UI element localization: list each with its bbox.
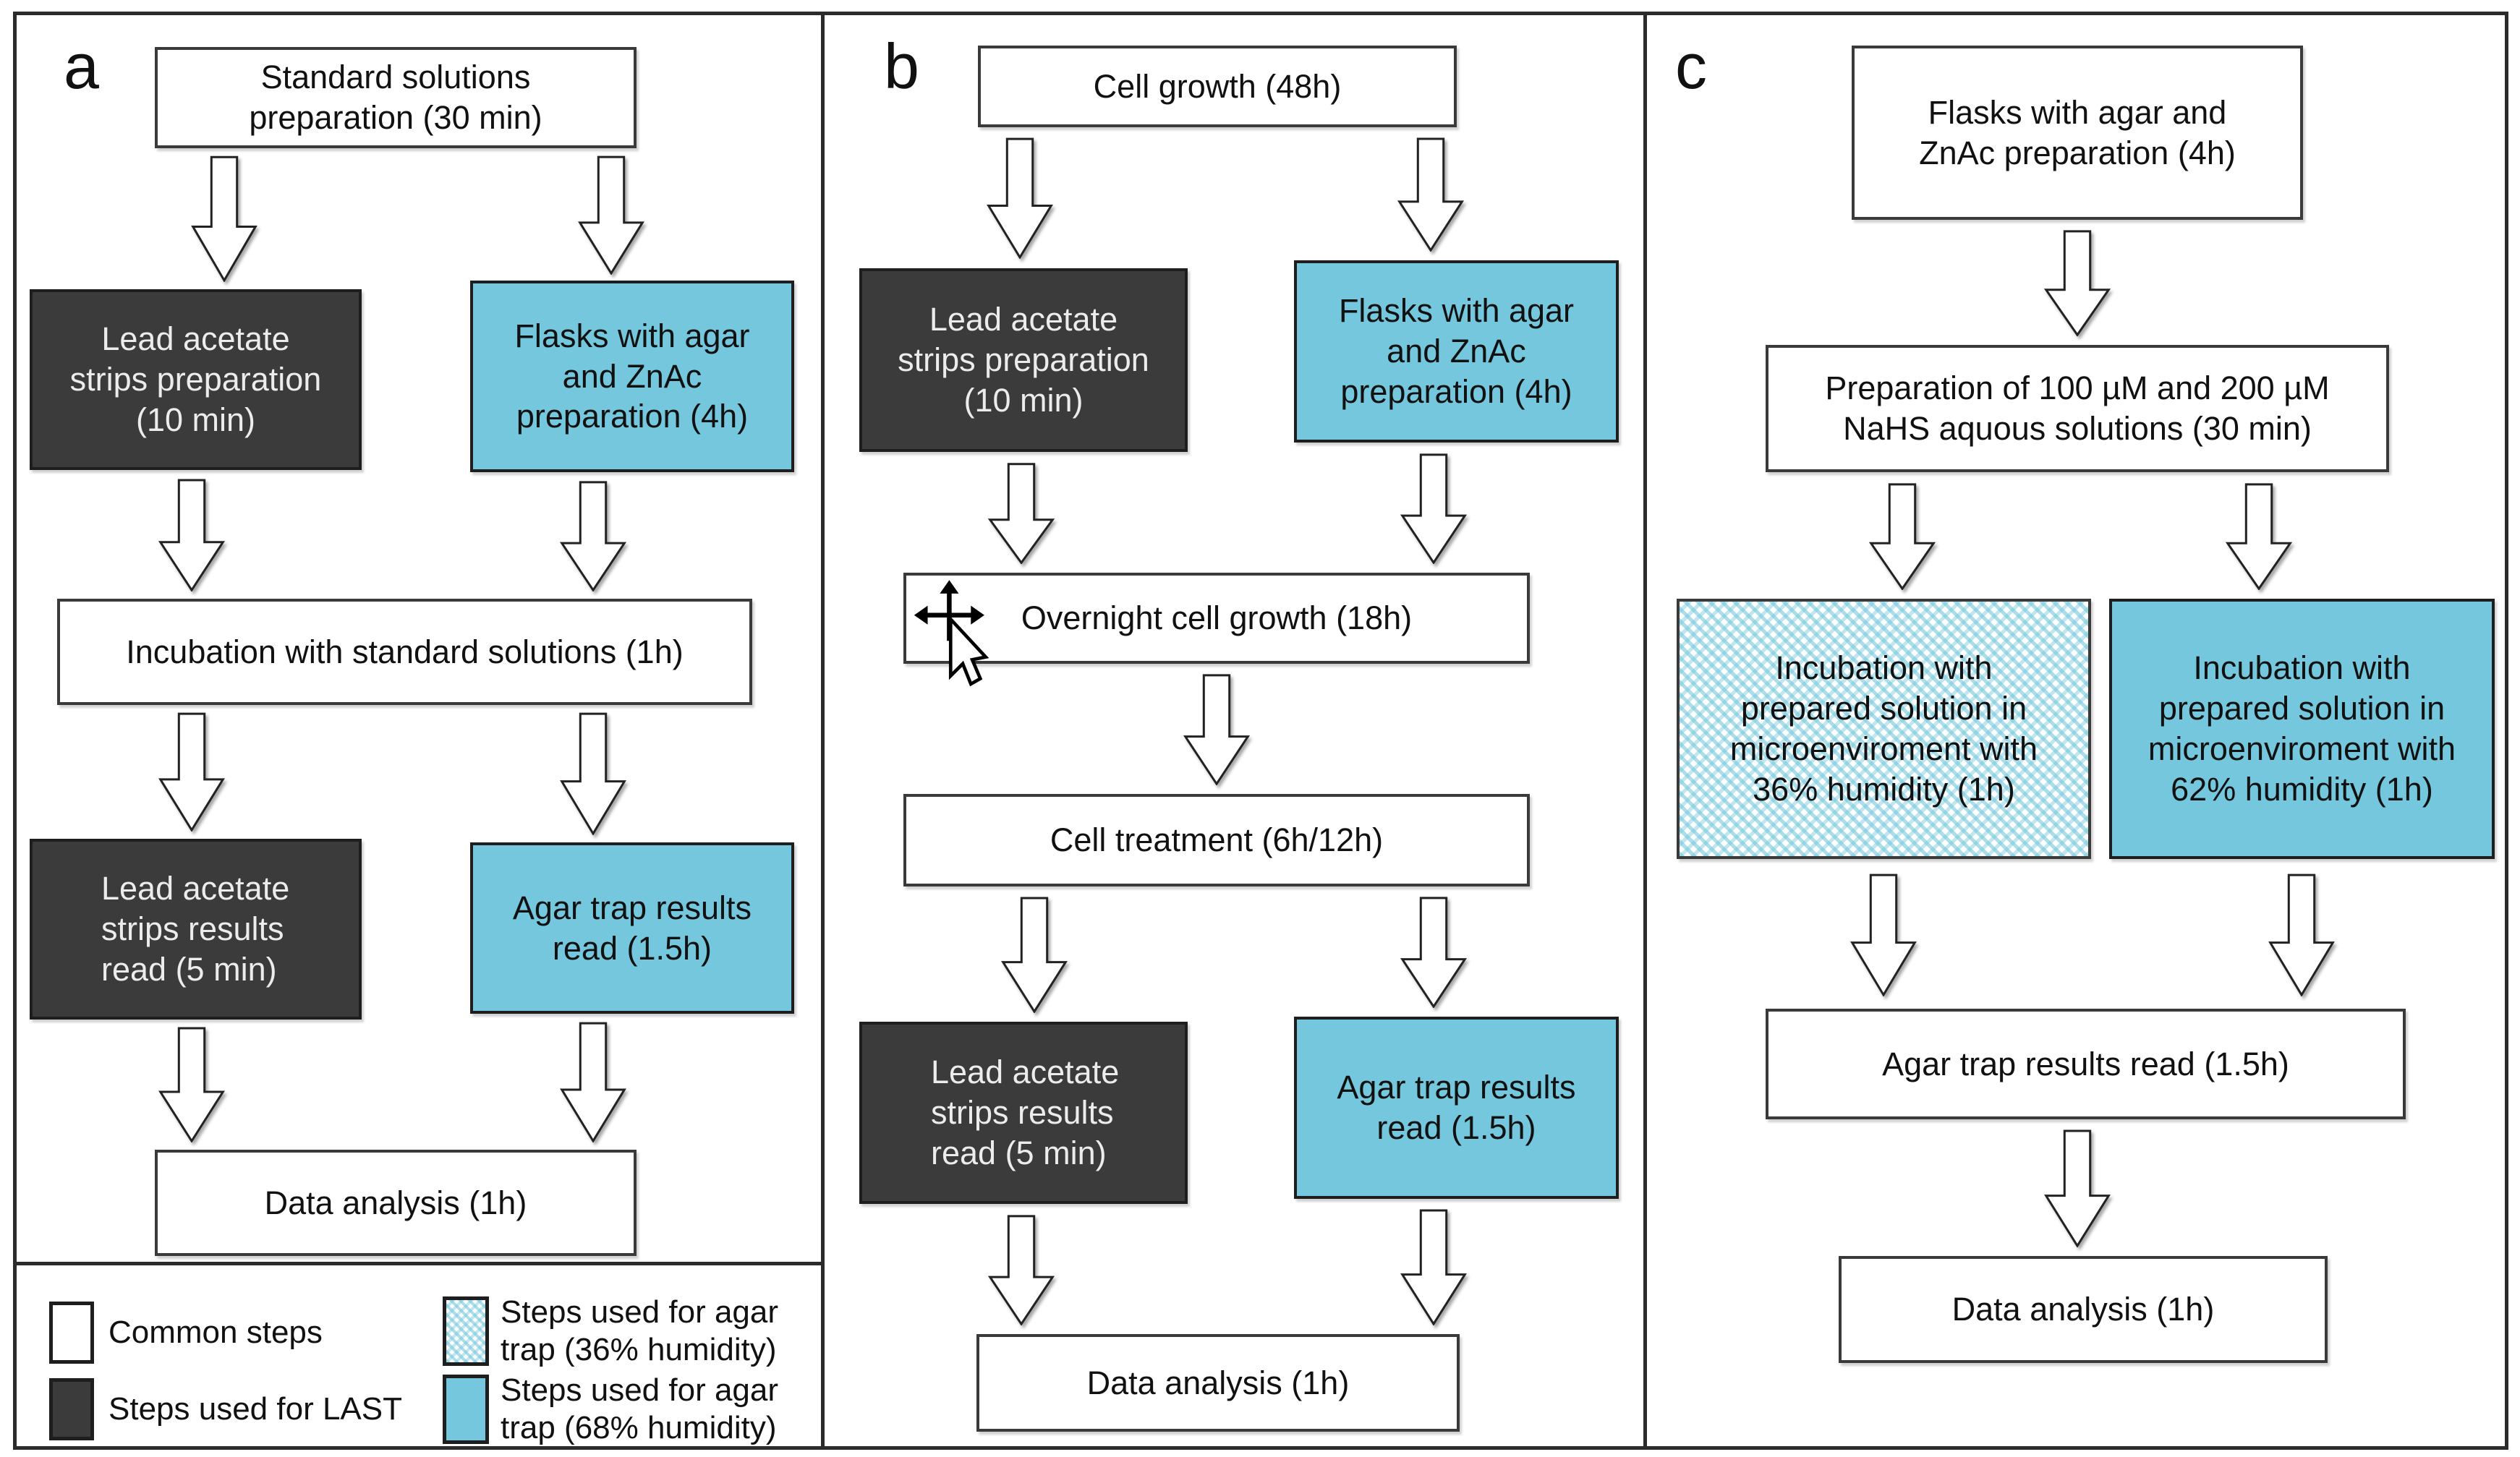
legend-swatch-agar-68: [443, 1375, 489, 1444]
step-flasks-agar-znac-b: Flasks with agar and ZnAc preparation (4…: [1294, 260, 1619, 443]
panel-divider-ab: [821, 12, 825, 1446]
move-cursor-icon: [914, 580, 989, 687]
down-arrow: [1391, 1209, 1476, 1325]
step-lead-strips-read-b: Lead acetate strips results read (5 min): [859, 1022, 1188, 1204]
step-incubation-36: Incubation with prepared solution in mic…: [1677, 599, 2091, 859]
step-agar-trap-read-c: Agar trap results read (1.5h): [1766, 1009, 2406, 1119]
down-arrow: [1388, 137, 1473, 252]
step-overnight-cell-growth: Overnight cell growth (18h): [903, 573, 1530, 664]
down-arrow: [2216, 483, 2302, 590]
legend-separator: [13, 1262, 823, 1265]
step-data-analysis-c: Data analysis (1h): [1839, 1256, 2328, 1363]
down-arrow: [149, 712, 234, 832]
down-arrow: [1174, 674, 1259, 785]
down-arrow: [569, 155, 654, 275]
down-arrow: [979, 463, 1064, 564]
down-arrow: [182, 155, 267, 282]
step-agar-trap-read-a: Agar trap results read (1.5h): [470, 842, 794, 1014]
panel-b-label: b: [884, 30, 919, 102]
step-data-analysis-a: Data analysis (1h): [155, 1150, 637, 1256]
step-flasks-agar-znac-a: Flasks with agar and ZnAc preparation (4…: [470, 281, 794, 472]
panel-c-label: c: [1675, 30, 1707, 102]
figure-border: [13, 12, 2508, 1450]
step-cell-growth: Cell growth (48h): [978, 46, 1457, 127]
down-arrow: [977, 137, 1063, 259]
step-standard-solutions: Standard solutions preparation (30 min): [155, 47, 637, 148]
down-arrow: [550, 712, 636, 835]
panel-a-label: a: [64, 30, 99, 102]
down-arrow: [2035, 1129, 2120, 1247]
down-arrow: [550, 481, 636, 591]
step-nahs-solutions: Preparation of 100 µM and 200 µM NaHS aq…: [1766, 345, 2389, 472]
down-arrow: [2259, 873, 2344, 996]
down-arrow: [1860, 483, 1945, 590]
step-lead-strips-preparation-b: Lead acetate strips preparation (10 min): [859, 268, 1188, 452]
legend-label-agar-68: Steps used for agar trap (68% humidity): [501, 1372, 779, 1445]
step-cell-treatment: Cell treatment (6h/12h): [903, 794, 1530, 886]
step-agar-trap-read-b: Agar trap results read (1.5h): [1294, 1017, 1619, 1199]
step-incubation-standard: Incubation with standard solutions (1h): [57, 599, 752, 705]
down-arrow: [992, 897, 1077, 1013]
step-incubation-62: Incubation with prepared solution in mic…: [2109, 599, 2495, 859]
panel-divider-bc: [1643, 12, 1647, 1446]
down-arrow: [979, 1215, 1064, 1325]
legend-swatch-agar-36: [443, 1296, 489, 1366]
down-arrow: [149, 1027, 234, 1142]
down-arrow: [149, 479, 234, 591]
down-arrow: [1841, 873, 1926, 996]
step-lead-strips-preparation-a: Lead acetate strips preparation (10 min): [30, 289, 362, 470]
legend-swatch-last: [49, 1378, 94, 1440]
down-arrow: [2035, 230, 2120, 336]
legend-swatch-common: [49, 1302, 94, 1364]
down-arrow: [550, 1022, 636, 1142]
legend-label-last: Steps used for LAST: [108, 1391, 402, 1427]
legend-label-agar-36: Steps used for agar trap (36% humidity): [501, 1294, 779, 1367]
down-arrow: [1391, 897, 1476, 1008]
legend-label-common: Common steps: [108, 1315, 323, 1351]
step-lead-strips-read-a: Lead acetate strips results read (5 min): [30, 839, 362, 1020]
down-arrow: [1391, 453, 1476, 564]
step-flasks-agar-znac-c: Flasks with agar and ZnAc preparation (4…: [1852, 46, 2303, 220]
step-data-analysis-b: Data analysis (1h): [976, 1334, 1460, 1432]
